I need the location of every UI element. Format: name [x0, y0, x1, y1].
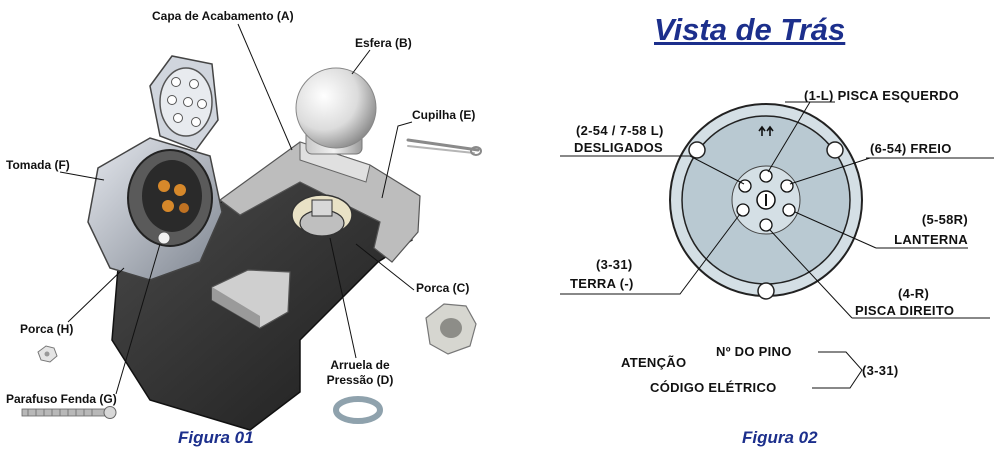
pin-label-pisca-direito: PISCA DIREITO: [855, 303, 955, 318]
spring-washer-d: [333, 396, 383, 424]
label-porca-c: Porca (C): [416, 281, 470, 295]
figura-01-leader-lines: [59, 23, 415, 395]
screw-g: [21, 406, 117, 419]
label-arruela-line2: Pressão (D): [326, 373, 394, 387]
caption-figura-02: Figura 02: [742, 428, 818, 447]
socket-face: [669, 103, 863, 300]
nut-h: [37, 345, 58, 363]
pin-label-freio: (6-54) FREIO: [870, 141, 952, 156]
label-parafuso-fenda: Parafuso Fenda (G): [6, 392, 117, 406]
socket-tomada: [87, 55, 223, 281]
pin-label-pisca-direito-code: (4-R): [898, 286, 930, 301]
legend-codigo-eletrico: CÓDIGO ELÉTRICO: [650, 380, 777, 395]
pin-label-lanterna: LANTERNA: [894, 232, 968, 247]
label-arruela-line1: Arruela de: [330, 358, 390, 372]
cotter-pin: [406, 138, 482, 156]
caption-figura-01: Figura 01: [178, 428, 254, 447]
pin-label-desligados: DESLIGADOS: [574, 140, 663, 155]
legend-numero-do-pino: Nº DO PINO: [716, 344, 792, 359]
pin-label-terra: TERRA (-): [570, 276, 634, 291]
label-cupilha: Cupilha (E): [412, 108, 476, 122]
legend-exemplo-codigo: (3-31): [862, 363, 899, 378]
ball-esfera: [295, 67, 377, 155]
label-esfera: Esfera (B): [355, 36, 412, 50]
pin-label-desligados-code: (2-54 / 7-58 L): [576, 123, 664, 138]
label-tomada: Tomada (F): [6, 158, 70, 172]
figura-02-leader-lines: [560, 101, 994, 389]
castle-nut-c: [425, 303, 477, 355]
label-porca-h: Porca (H): [20, 322, 74, 336]
legend-atencao: ATENÇÃO: [621, 355, 687, 370]
castle-nut-assembly: [291, 194, 353, 237]
pin-label-terra-code: (3-31): [596, 257, 633, 272]
label-capa-de-acabamento: Capa de Acabamento (A): [152, 9, 294, 23]
pin-label-lanterna-code: (5-58R): [921, 212, 968, 227]
title-vista-de-tras: Vista de Trás: [654, 12, 846, 47]
pin-label-pisca-esquerdo: (1-L) PISCA ESQUERDO: [804, 88, 960, 103]
